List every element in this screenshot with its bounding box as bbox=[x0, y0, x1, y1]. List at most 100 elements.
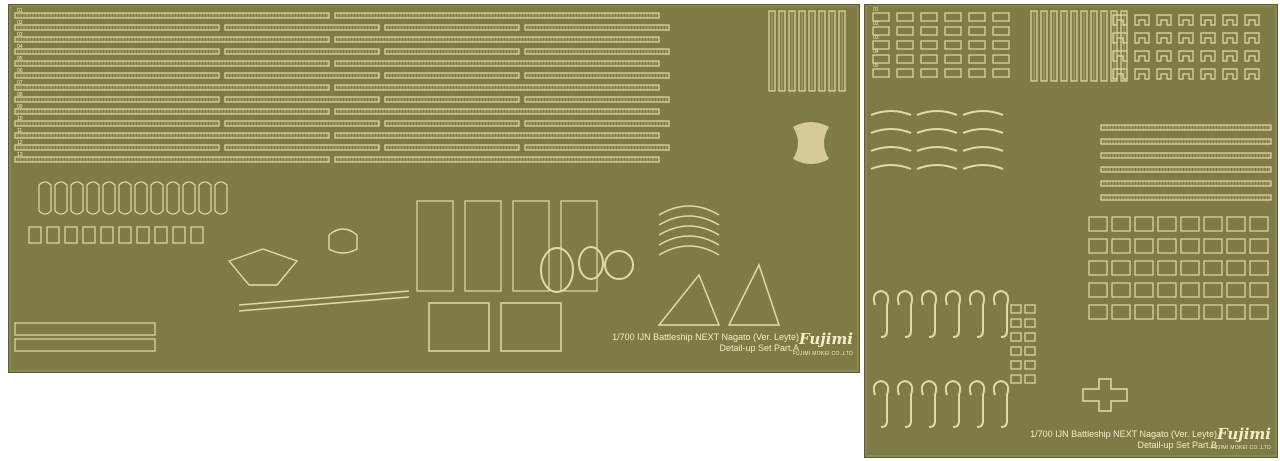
cross-plate-part bbox=[1082, 378, 1128, 412]
railing-part bbox=[334, 108, 660, 115]
railing-part bbox=[384, 144, 520, 151]
bracket-plate-part bbox=[793, 122, 829, 164]
boat-frame-part bbox=[38, 181, 52, 215]
railing-part bbox=[524, 72, 670, 79]
ladder-part bbox=[838, 10, 846, 92]
bitt-part bbox=[1222, 32, 1238, 44]
grating-part bbox=[1203, 304, 1223, 320]
railing-part bbox=[334, 156, 660, 163]
hangar-door-part bbox=[428, 302, 490, 352]
bitt-part bbox=[1222, 68, 1238, 80]
davit-part bbox=[992, 289, 1010, 338]
grating-part bbox=[1180, 238, 1200, 254]
davit-part bbox=[896, 379, 914, 428]
ladder-part bbox=[818, 10, 826, 92]
boat-frame-part bbox=[214, 181, 228, 215]
railing-part bbox=[334, 12, 660, 19]
door-part bbox=[1024, 318, 1036, 328]
grating-part bbox=[1157, 282, 1177, 298]
sheet-a-company: FUJIMI MOKEI CO.,LTD bbox=[792, 351, 853, 357]
grating-part bbox=[1111, 260, 1131, 276]
part-number: 05 bbox=[17, 56, 23, 62]
searchlight-platform-part bbox=[604, 250, 634, 280]
railing-part bbox=[14, 156, 330, 163]
grating-part bbox=[1180, 282, 1200, 298]
porthole-cover-part bbox=[540, 247, 574, 293]
ladder-part bbox=[1100, 10, 1108, 82]
small-bracket-part bbox=[872, 54, 890, 64]
small-bracket-part bbox=[896, 40, 914, 50]
small-bracket-part bbox=[992, 54, 1010, 64]
grating-part bbox=[1249, 216, 1269, 232]
ladder-part bbox=[1040, 10, 1048, 82]
curved-rail-part bbox=[658, 245, 720, 256]
curved-rail-part bbox=[870, 110, 912, 116]
ladder-part bbox=[1060, 10, 1068, 82]
part-number: 12 bbox=[17, 140, 23, 146]
davit-part bbox=[968, 379, 986, 428]
part-number: 07 bbox=[17, 80, 23, 86]
grating-part bbox=[1088, 238, 1108, 254]
boat-frame-part bbox=[134, 181, 148, 215]
grating-part bbox=[1203, 216, 1223, 232]
grating-part bbox=[1249, 260, 1269, 276]
railing-part bbox=[224, 144, 380, 151]
small-bracket-part bbox=[896, 68, 914, 78]
small-bracket-part bbox=[944, 54, 962, 64]
sheet-b-brand-logo: Fujimi bbox=[1217, 425, 1271, 443]
railing-part bbox=[524, 120, 670, 127]
bracket-part bbox=[100, 226, 114, 244]
grating-part bbox=[1157, 260, 1177, 276]
small-bracket-part bbox=[920, 68, 938, 78]
railing-part bbox=[524, 144, 670, 151]
ladder-part bbox=[1030, 10, 1038, 82]
small-bracket-part bbox=[944, 12, 962, 22]
railing-part bbox=[334, 60, 660, 67]
curved-rail-part bbox=[916, 128, 958, 134]
bitt-part bbox=[1244, 50, 1260, 62]
hangar-frame-part bbox=[512, 200, 550, 292]
bitt-part bbox=[1134, 50, 1150, 62]
railing-part bbox=[1100, 138, 1272, 145]
ladder-frame-part bbox=[727, 263, 781, 326]
boat-frame-part bbox=[86, 181, 100, 215]
curved-rail-part bbox=[870, 128, 912, 134]
ladder-part bbox=[828, 10, 836, 92]
boat-frame-part bbox=[102, 181, 116, 215]
grating-part bbox=[1226, 260, 1246, 276]
part-number: 02 bbox=[17, 20, 23, 26]
railing-part bbox=[1100, 180, 1272, 187]
sheet-a-brand-logo: Fujimi bbox=[799, 330, 853, 348]
small-bracket-part bbox=[968, 12, 986, 22]
curved-rail-part bbox=[870, 146, 912, 152]
ladder-frame-part bbox=[657, 273, 721, 326]
hangar-frame-part bbox=[560, 200, 598, 292]
grating-part bbox=[1134, 304, 1154, 320]
door-part bbox=[1024, 374, 1036, 384]
bitt-part bbox=[1244, 14, 1260, 26]
small-bracket-part bbox=[920, 40, 938, 50]
sheet-a-caption: 1/700 IJN Battleship NEXT Nagato (Ver. L… bbox=[612, 332, 799, 354]
curved-rail-part bbox=[658, 235, 720, 246]
railing-part bbox=[524, 48, 670, 55]
bitt-part bbox=[1112, 14, 1128, 26]
part-number: 04 bbox=[17, 44, 23, 50]
curved-rail-part bbox=[658, 215, 720, 226]
ladder-part bbox=[1090, 10, 1098, 82]
part-number: 13 bbox=[17, 152, 23, 158]
bitt-part bbox=[1222, 50, 1238, 62]
curved-rail-part bbox=[962, 164, 1004, 170]
door-part bbox=[1024, 332, 1036, 342]
door-part bbox=[1024, 346, 1036, 356]
boat-frame-part bbox=[118, 181, 132, 215]
sheet-b-title: 1/700 IJN Battleship NEXT Nagato (Ver. L… bbox=[1030, 429, 1217, 439]
boat-frame-part bbox=[54, 181, 68, 215]
bitt-part bbox=[1156, 14, 1172, 26]
boom-part bbox=[238, 290, 410, 306]
railing-part bbox=[14, 144, 220, 151]
part-number: 09 bbox=[17, 104, 23, 110]
curved-rail-part bbox=[962, 128, 1004, 134]
bracket-part bbox=[154, 226, 168, 244]
